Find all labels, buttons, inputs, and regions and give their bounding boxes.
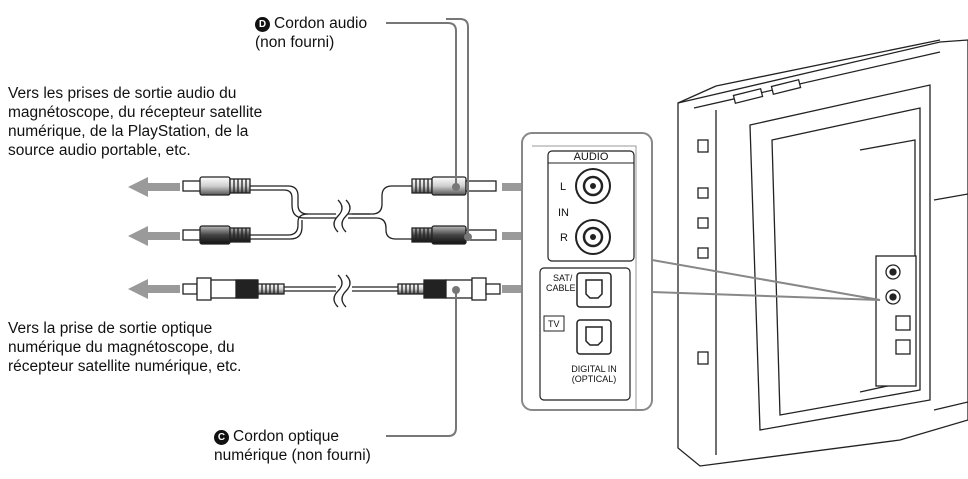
top-line-1: Vers les prises de sortie audio du — [8, 85, 237, 102]
rca-plug-left-white — [182, 176, 251, 196]
digital-in-label: DIGITAL IN — [571, 364, 617, 374]
device-illustration — [677, 39, 968, 467]
cable-label: CABLE — [546, 283, 576, 293]
optical-plug-right — [397, 277, 501, 301]
optical-plug-left — [182, 277, 285, 301]
tv-label: TV — [548, 319, 560, 329]
optical-sat-cable-jack — [576, 272, 612, 308]
callout-optical-cable: C Cordon optique numérique (non fourni) — [214, 427, 371, 465]
rca-plug-right-red — [411, 225, 497, 245]
badge-d: D — [255, 17, 270, 32]
optical-tv-jack — [576, 319, 612, 355]
optical-cable — [182, 274, 501, 308]
bottom-line-3: récepteur satellite numérique, etc. — [8, 358, 242, 375]
bottom-line-2: numérique du magnétoscope, du — [8, 339, 235, 356]
audio-cable-note: (non fourni) — [255, 34, 335, 51]
bottom-line-1: Vers la prise de sortie optique — [8, 320, 213, 337]
top-line-3: numérique, de la PlayStation, de la — [8, 123, 249, 140]
l-label: L — [560, 181, 566, 193]
zoom-lines — [651, 259, 881, 301]
arrow-left-bottom — [128, 279, 180, 299]
optical-label: (OPTICAL) — [572, 374, 617, 384]
connector-panel — [521, 132, 653, 411]
optical-cable-note: numérique (non fourni) — [214, 447, 371, 464]
left-description-bottom: Vers la prise de sortie optique numériqu… — [8, 319, 241, 376]
audio-label: AUDIO — [574, 151, 609, 163]
arrow-left-top — [128, 177, 180, 197]
audio-cable — [182, 176, 497, 245]
top-line-2: magnétoscope, du récepteur satellite — [8, 104, 263, 121]
audio-cable-label: Cordon audio — [274, 15, 368, 32]
optical-cable-label: Cordon optique — [233, 428, 339, 445]
r-label: R — [560, 232, 568, 244]
callout-leaders — [386, 18, 472, 437]
callout-audio-cable: D Cordon audio (non fourni) — [255, 14, 367, 52]
sat-label: SAT/ — [553, 273, 573, 283]
badge-c: C — [214, 430, 229, 445]
arrow-left-middle — [128, 226, 180, 246]
left-description-top: Vers les prises de sortie audio du magné… — [8, 84, 262, 160]
rca-plug-left-red — [182, 225, 251, 245]
top-line-4: source audio portable, etc. — [8, 142, 191, 159]
in-label: IN — [558, 207, 569, 219]
